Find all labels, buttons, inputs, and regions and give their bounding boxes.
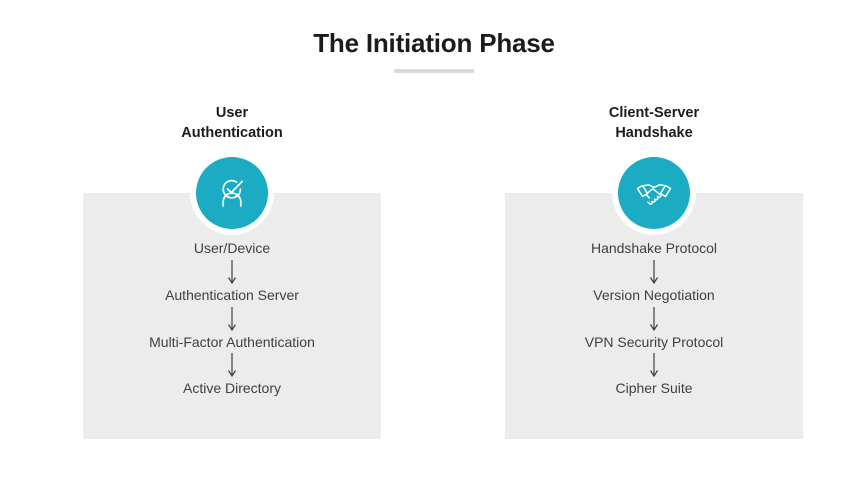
flow-step: Version Negotiation — [593, 286, 715, 303]
flow-step: Authentication Server — [165, 286, 299, 303]
flow-step: Multi-Factor Authentication — [149, 333, 315, 350]
column-heading-user-authentication: User Authentication — [83, 104, 381, 150]
flow-client-server-handshake: Handshake Protocol Version Negotiation V… — [505, 193, 803, 397]
column-heading-line1: Client-Server — [608, 105, 700, 121]
column-client-server-handshake: Client-Server Handshake — [505, 104, 803, 439]
panel-wrap-client-server-handshake: Handshake Protocol Version Negotiation V… — [505, 157, 803, 439]
flow-step: Cipher Suite — [615, 380, 693, 397]
column-heading-line2: Handshake — [615, 124, 693, 141]
user-check-icon — [196, 157, 268, 229]
panel-wrap-user-authentication: User/Device Authentication Server Multi-… — [83, 157, 381, 439]
flow-step: VPN Security Protocol — [584, 333, 724, 350]
column-heading-line1: User — [215, 105, 249, 121]
flow-step: Handshake Protocol — [590, 240, 718, 256]
panel-client-server-handshake: Handshake Protocol Version Negotiation V… — [505, 193, 803, 439]
title-underline-rule — [394, 69, 474, 74]
flow-arrow-down-icon — [227, 259, 237, 284]
flow-arrow-down-icon — [649, 353, 659, 378]
handshake-icon — [618, 157, 690, 229]
title-block: The Initiation Phase — [0, 28, 868, 74]
flow-arrow-down-icon — [649, 259, 659, 284]
column-heading-client-server-handshake: Client-Server Handshake — [505, 104, 803, 150]
column-user-authentication: User Authentication User/Device A — [83, 104, 381, 439]
flow-step: User/Device — [193, 240, 271, 256]
column-heading-line2: Authentication — [181, 124, 283, 141]
flow-user-authentication: User/Device Authentication Server Multi-… — [83, 193, 381, 397]
page-title: The Initiation Phase — [313, 28, 555, 58]
flow-arrow-down-icon — [227, 353, 237, 378]
flow-step: Active Directory — [182, 380, 282, 397]
flow-arrow-down-icon — [649, 306, 659, 331]
flow-arrow-down-icon — [227, 306, 237, 331]
panel-user-authentication: User/Device Authentication Server Multi-… — [83, 193, 381, 439]
